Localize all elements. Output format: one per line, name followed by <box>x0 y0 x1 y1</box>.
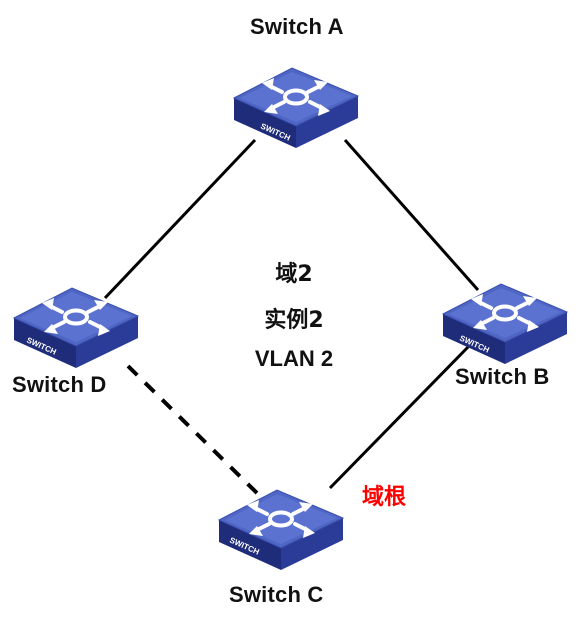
link-b-c <box>328 343 472 490</box>
link-a-d <box>103 138 257 300</box>
switch-b-label: Switch B <box>455 364 550 389</box>
region-root-label: 域根 <box>362 485 407 510</box>
switch-c-label: Switch C <box>229 582 324 607</box>
switch-a-label: Switch A <box>250 14 344 39</box>
vlan-label: VLAN 2 <box>254 346 334 371</box>
switch-d-icon: SWITCH <box>12 286 140 370</box>
region-label: 域2 <box>275 262 313 287</box>
link-d-c-dashed <box>126 364 264 500</box>
switch-c-icon: SWITCH <box>217 488 345 572</box>
switch-d-label: Switch D <box>12 372 107 397</box>
instance-label: 实例2 <box>264 308 324 333</box>
switch-a-icon: SWITCH <box>232 66 360 150</box>
link-a-b <box>343 139 480 291</box>
